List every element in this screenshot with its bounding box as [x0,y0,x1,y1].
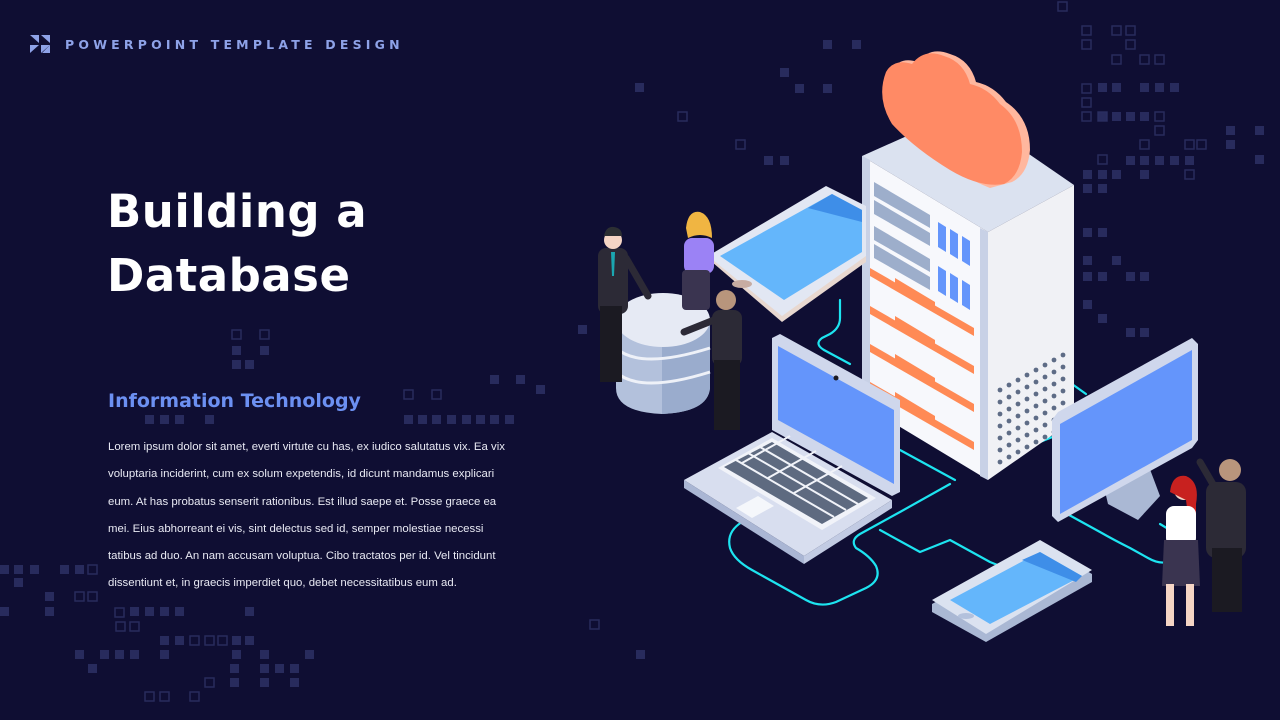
people-group-right [1162,458,1246,626]
body-line: tatibus ad duo. An nam accusam voluptua.… [108,550,496,563]
four-triangle-tiles-icon [30,35,50,53]
database-cylinder [614,293,711,414]
tablet-device [708,186,866,322]
isometric-network-illustration [598,51,1246,642]
title-line-1: Building a [107,185,368,238]
cloud-icon [882,51,1030,189]
title-line-2: Database [107,249,351,302]
body-line: dissentiunt et, in graecis imperdiet quo… [108,577,457,590]
section-subtitle: Information Technology [108,390,361,412]
smartphone-device [932,540,1092,642]
laptop-device [684,334,900,564]
desktop-monitor [1052,338,1198,522]
body-line: Lorem ipsum dolor sit amet, everti virtu… [108,441,505,453]
brand-header: POWERPOINT TEMPLATE DESIGN [30,35,404,54]
body-line: voluptaria inciderint, cum ex solum expe… [108,468,495,481]
page-title: Building a Database [107,180,367,308]
brand-label: POWERPOINT TEMPLATE DESIGN [65,37,404,52]
body-paragraph: Lorem ipsum dolor sit amet, everti virtu… [108,434,548,598]
body-line: eum. At has probatus senserit rationibus… [108,495,497,508]
people-group-left [598,211,742,430]
body-line: mei. Eius abhorreant ei vis, sint delect… [108,522,484,535]
vent-grille [997,352,1066,465]
